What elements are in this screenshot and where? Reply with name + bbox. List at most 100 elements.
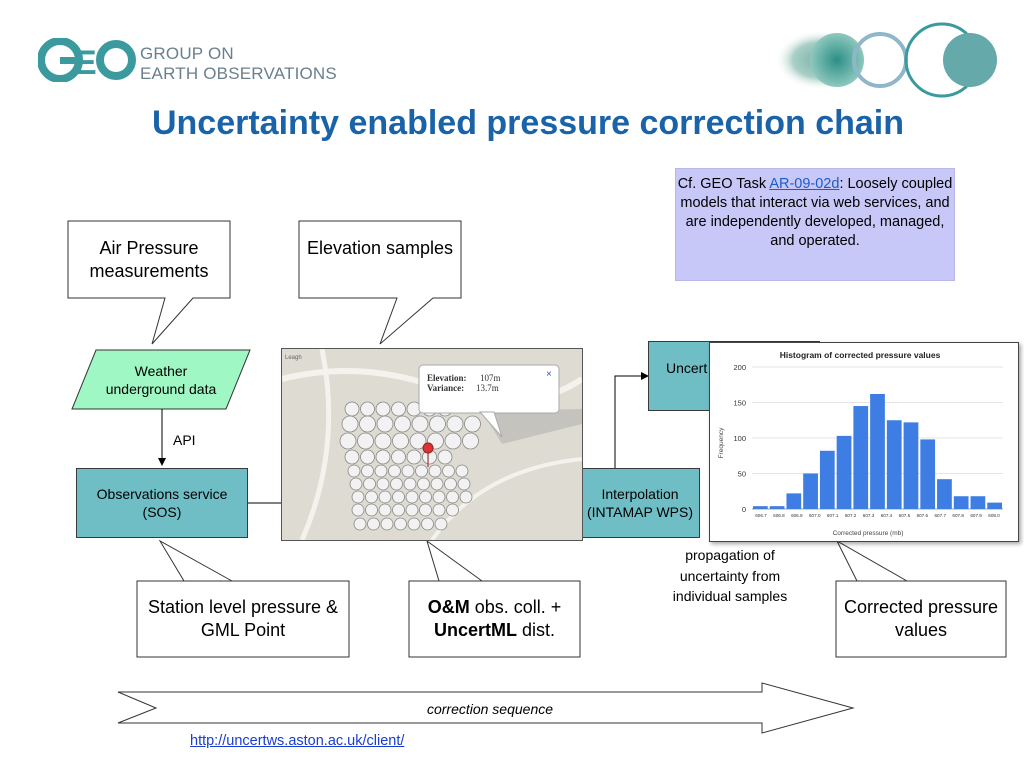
x-tick-label: 606.7 [755, 513, 767, 518]
sample-circle [344, 449, 360, 465]
uncertml-bold: UncertML [433, 620, 517, 640]
sample-circle [363, 477, 376, 491]
elevation-label: Elevation: [427, 373, 467, 383]
histogram-bar [970, 496, 986, 509]
sample-circle [442, 464, 455, 478]
sample-circle [392, 490, 405, 504]
histogram-chart: Histogram of corrected pressure values C… [709, 342, 1019, 542]
air-pressure-callout: Air Pressure measurements [89, 238, 209, 281]
om-callout-shape [408, 539, 581, 658]
variance-value: 13.7m [476, 383, 499, 393]
sample-circle [405, 503, 419, 517]
x-tick-label: 607.8 [952, 513, 964, 518]
histogram-bar [987, 502, 1002, 509]
chart-bars [753, 393, 1002, 509]
air-pressure-callout-shape [67, 220, 231, 345]
variance-label: Variance: [427, 383, 464, 393]
sample-circle [388, 464, 401, 478]
sample-circle [429, 415, 446, 433]
sample-circle [428, 464, 442, 478]
sample-circle [374, 432, 392, 450]
histogram-bar [836, 435, 852, 509]
histogram-bar [803, 473, 818, 509]
y-axis-label: Frequency [718, 427, 725, 458]
sample-circle [462, 432, 479, 450]
sample-circle [361, 464, 374, 478]
corrected-callout: Corrected pressure values [843, 597, 999, 640]
sample-circle [394, 415, 411, 433]
sample-circle [434, 517, 448, 531]
correction-sequence-arrow [117, 682, 855, 734]
histogram-bar [769, 506, 785, 509]
uncert-label: Uncert [666, 360, 708, 376]
sample-circle [407, 517, 421, 531]
geo-logo-mark: E [38, 38, 136, 82]
om-text: obs. coll. + [469, 597, 562, 617]
sample-circle [391, 401, 406, 417]
histogram-bar [886, 420, 902, 509]
x-tick-label: 607.3 [863, 513, 875, 518]
sample-circle [365, 490, 378, 504]
histogram-canvas: Histogram of corrected pressure values C… [718, 350, 1003, 537]
sample-circle [375, 449, 391, 465]
x-tick-label: 607.9 [970, 513, 982, 518]
sample-circle [374, 464, 388, 478]
sample-circle [376, 415, 394, 433]
corrected-callout-shape [835, 539, 1007, 658]
x-tick-label: 607.7 [935, 513, 947, 518]
note-prefix: Cf. GEO Task [677, 176, 770, 192]
propagation-label: propagation of uncertainty from individu… [672, 547, 788, 604]
interp-line-2: (INTAMAP WPS) [586, 504, 694, 520]
sample-circle [351, 490, 365, 504]
x-tick-label: 607.5 [899, 513, 911, 518]
sample-circle [360, 401, 375, 417]
sample-circle [360, 449, 375, 465]
sample-circle [405, 490, 419, 504]
org-line-1: GROUP ON [140, 44, 234, 63]
station-level-callout: Station level pressure & GML Point [147, 597, 339, 640]
sample-circle [353, 517, 367, 531]
x-tick-label: 607.0 [809, 513, 821, 518]
histogram-bar [920, 439, 936, 509]
sample-circle [341, 415, 359, 433]
sample-circle [432, 490, 446, 504]
map-place-label: Leagh [285, 355, 302, 361]
task-link[interactable]: AR-09-02d [769, 176, 840, 192]
sample-circle [419, 490, 432, 504]
sample-circle [403, 477, 417, 491]
sample-circle [378, 490, 392, 504]
sample-circle [375, 401, 391, 417]
sample-circle [409, 432, 427, 450]
client-url-link[interactable]: http://uncertws.aston.ac.uk/client/ [190, 733, 405, 749]
correction-sequence-label: correction sequence [426, 701, 554, 717]
org-line-2: EARTH OBSERVATIONS [140, 64, 337, 83]
sample-circle [394, 517, 407, 531]
sos-node: Observations service (SOS) [76, 468, 248, 538]
x-tick-label: 606.8 [773, 513, 785, 518]
elevation-samples [339, 401, 481, 531]
sample-circle [446, 415, 464, 433]
sample-circle [347, 464, 361, 478]
close-icon[interactable]: × [546, 369, 552, 380]
svg-text:E: E [74, 44, 97, 82]
om-callout: O&M obs. coll. + UncertML dist. [409, 596, 580, 642]
sample-circle [446, 490, 459, 504]
circles-logo [775, 22, 997, 98]
org-name: GROUP ON EARTH OBSERVATIONS [140, 44, 337, 84]
sample-circle [430, 477, 444, 491]
elevation-map: Elevation: 107m Variance: 13.7m × Leagh [281, 348, 583, 541]
sample-circle [390, 477, 403, 491]
histogram-bar [903, 422, 919, 509]
sample-circle [464, 415, 481, 433]
elevation-value: 107m [480, 373, 501, 383]
sample-circle [339, 432, 357, 450]
sample-circle [406, 449, 422, 465]
x-axis-label: Corrected pressure (mb) [833, 530, 904, 537]
sample-circle [367, 517, 380, 531]
sample-circle [421, 517, 434, 531]
note-suffix: : Loosely coupled models that interact v… [680, 176, 953, 249]
api-label: API [173, 432, 196, 448]
x-tick-label: 608.0 [988, 513, 1000, 518]
elevation-callout: Elevation samples [306, 238, 454, 258]
